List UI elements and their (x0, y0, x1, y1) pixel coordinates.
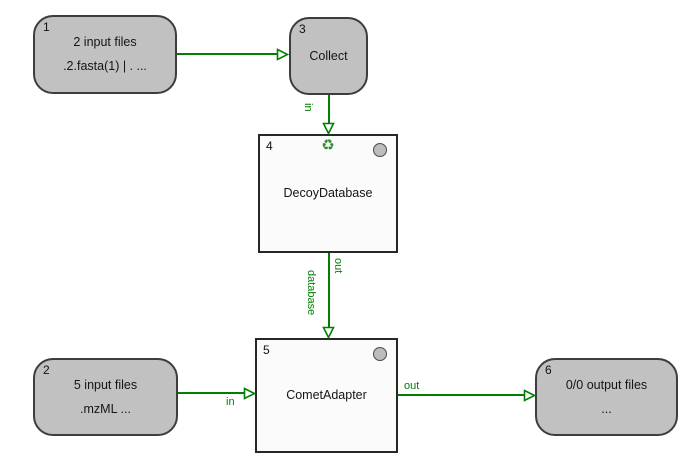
arrowhead-right-icon (243, 387, 256, 400)
node-input-files-1[interactable]: 1 2 input files .2.fasta(1) | . ... (33, 15, 177, 94)
status-circle-icon (373, 347, 387, 361)
edge-decoy-to-comet[interactable] (328, 253, 330, 328)
node-subtitle: ... (601, 401, 612, 416)
node-number: 6 (545, 363, 552, 377)
node-number: 4 (266, 139, 273, 153)
edge-label-out: out (404, 380, 420, 392)
node-number: 5 (263, 343, 270, 357)
node-input-files-2[interactable]: 2 5 input files .mzML ... (33, 358, 178, 436)
recycle-icon: ♻ (321, 137, 335, 154)
edge-label-out: out (332, 258, 344, 274)
node-collect[interactable]: 3 Collect (289, 17, 368, 95)
node-number: 3 (299, 22, 306, 36)
node-title: DecoyDatabase (283, 186, 373, 200)
node-title: 0/0 output files (565, 377, 648, 392)
node-title: Collect (309, 48, 348, 63)
edge-input2-to-comet[interactable] (178, 392, 245, 394)
edge-input1-to-collect[interactable] (177, 53, 278, 55)
arrowhead-right-icon (523, 389, 536, 402)
node-output-files[interactable]: 6 0/0 output files ... (535, 358, 678, 436)
edge-comet-to-output[interactable] (398, 394, 525, 396)
edge-collect-to-decoy[interactable] (328, 95, 330, 124)
node-title: 5 input files (73, 377, 138, 392)
node-title: CometAdapter (286, 388, 367, 402)
arrowhead-right-icon (276, 48, 289, 61)
node-cometadapter[interactable]: 5 CometAdapter (255, 338, 398, 453)
node-title: 2 input files (73, 35, 137, 49)
node-subtitle: .2.fasta(1) | . ... (63, 59, 147, 73)
status-circle-icon (373, 143, 387, 157)
edge-label-in: in (302, 103, 314, 112)
node-decoydatabase[interactable]: 4 ♻ DecoyDatabase (258, 134, 398, 253)
node-subtitle: .mzML ... (80, 401, 131, 416)
node-number: 1 (43, 20, 50, 34)
node-number: 2 (43, 363, 50, 377)
edge-label-database: database (305, 270, 317, 316)
arrowhead-down-icon (322, 122, 335, 135)
arrowhead-down-icon (322, 326, 335, 339)
edge-label-in: in (226, 396, 235, 408)
